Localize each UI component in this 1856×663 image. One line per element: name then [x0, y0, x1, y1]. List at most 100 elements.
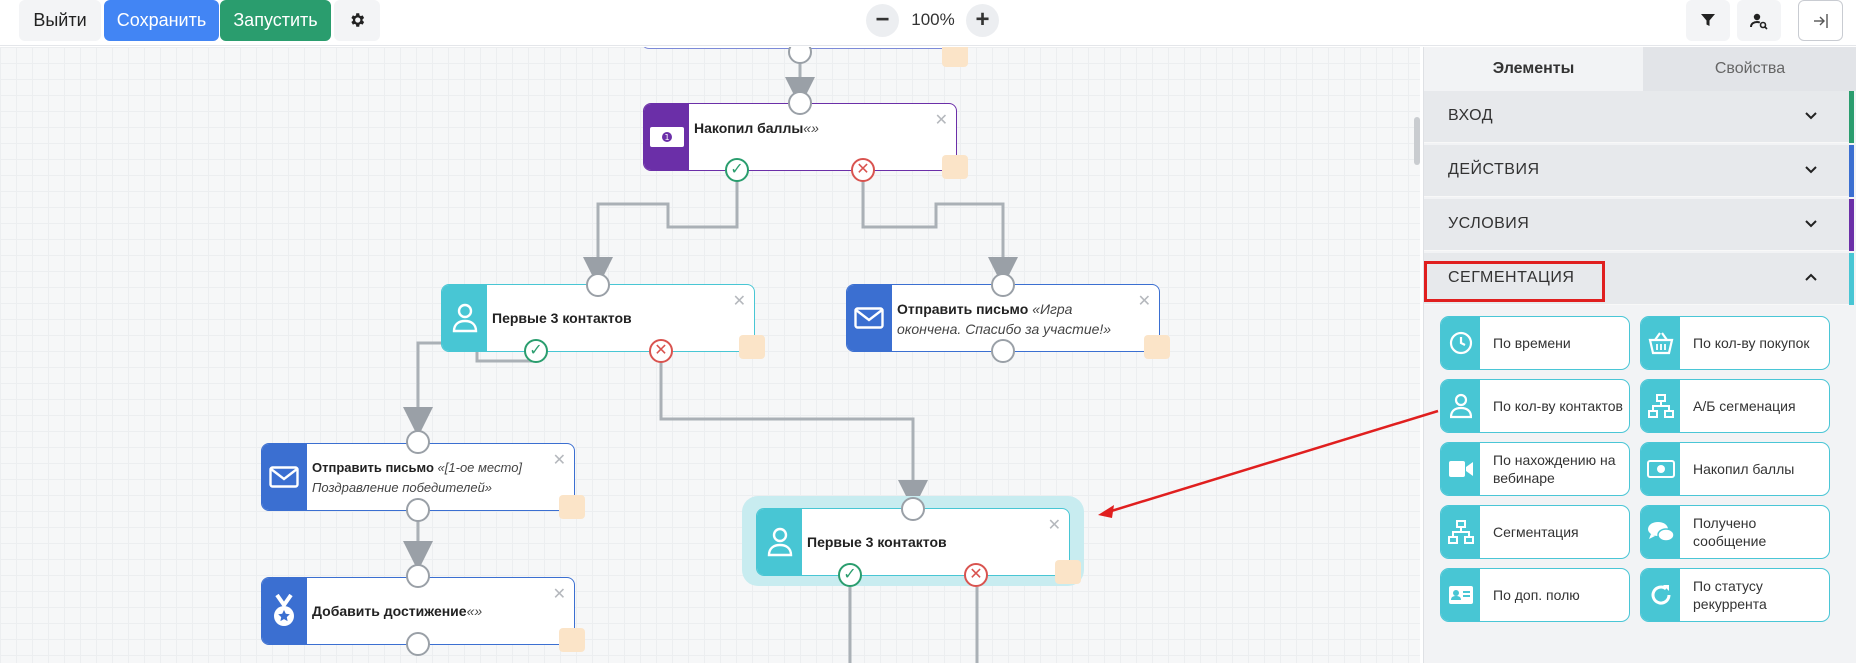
note-icon[interactable] [942, 155, 968, 179]
category-color-bar [1849, 145, 1854, 197]
category-entry[interactable]: ВХОД [1424, 91, 1854, 143]
element-icon-bg [1441, 443, 1480, 495]
no-output-icon[interactable]: ✕ [851, 158, 875, 182]
note-icon[interactable] [559, 495, 585, 519]
exit-button[interactable]: Выйти [19, 0, 101, 41]
yes-output-icon[interactable]: ✓ [838, 563, 862, 587]
output-port[interactable] [991, 339, 1015, 363]
basket-icon [1648, 332, 1674, 355]
video-icon [1449, 461, 1473, 477]
delete-node-icon[interactable]: ✕ [934, 112, 948, 129]
element-icon-bg [1641, 443, 1680, 495]
element-accumulated-points[interactable]: Накопил баллы [1640, 442, 1830, 496]
edge-n2-no [659, 322, 928, 510]
envelope-icon [269, 466, 299, 488]
yes-output-icon[interactable]: ✓ [524, 339, 548, 363]
yes-output-icon[interactable]: ✓ [725, 158, 749, 182]
note-icon[interactable] [559, 628, 585, 652]
node-title: Первые 3 контактов [807, 534, 947, 550]
delete-node-icon[interactable]: ✕ [1137, 293, 1151, 310]
input-port[interactable] [406, 430, 430, 454]
element-icon-bg [1641, 506, 1680, 558]
chat-icon [1648, 522, 1675, 542]
element-label: Накопил баллы [1693, 461, 1795, 477]
category-label: СЕГМЕНТАЦИЯ [1448, 269, 1575, 286]
settings-button[interactable] [334, 0, 380, 41]
save-button[interactable]: Сохранить [104, 0, 219, 41]
element-icon-bg [1641, 569, 1680, 621]
element-segmentation[interactable]: Сегментация [1440, 505, 1630, 559]
canvas-scrollbar[interactable] [1414, 117, 1420, 165]
element-icon-bg [1441, 506, 1480, 558]
node-title: Отправить письмо [897, 301, 1029, 317]
user-search-button[interactable] [1737, 0, 1781, 41]
filter-button[interactable] [1686, 0, 1730, 41]
input-port[interactable] [788, 91, 812, 115]
user-search-icon [1750, 13, 1768, 30]
element-by-contacts[interactable]: По кол-ву контактов [1440, 379, 1630, 433]
person-icon [767, 527, 793, 557]
element-label: А/Б сегменация [1693, 398, 1796, 414]
element-by-time[interactable]: По времени [1440, 316, 1630, 370]
element-icon-bg [1441, 380, 1480, 432]
input-port[interactable] [991, 273, 1015, 297]
category-conditions[interactable]: УСЛОВИЯ [1424, 199, 1854, 251]
zoom-in-button[interactable]: + [966, 4, 999, 37]
element-by-webinar[interactable]: По нахождению на вебинаре [1440, 442, 1630, 496]
output-port[interactable] [406, 498, 430, 522]
no-output-icon[interactable]: ✕ [649, 339, 673, 363]
input-port[interactable] [406, 564, 430, 588]
category-label: ВХОД [1448, 107, 1494, 124]
category-actions[interactable]: ДЕЙСТВИЯ [1424, 145, 1854, 197]
node-title: Первые 3 контактов [492, 310, 632, 326]
element-message-received[interactable]: Получено сообщение [1640, 505, 1830, 559]
category-label: УСЛОВИЯ [1448, 215, 1530, 232]
filter-icon [1701, 14, 1715, 26]
node-subtitle: «» [803, 120, 819, 136]
output-port[interactable] [406, 632, 430, 656]
sidebar: Элементы Свойства ВХОД ДЕЙСТВИЯ УСЛОВИЯ … [1423, 47, 1856, 663]
output-port[interactable] [788, 47, 812, 64]
split-icon [1448, 520, 1474, 544]
collapse-panel-button[interactable] [1798, 0, 1843, 41]
envelope-icon [854, 307, 884, 329]
element-ab-segmentation[interactable]: А/Б сегменация [1640, 379, 1830, 433]
node-title: Отправить письмо [312, 460, 434, 475]
zoom-level: 100% [911, 10, 955, 29]
workflow-node[interactable]: Добавить достижение«» ✕ [261, 577, 575, 645]
note-icon[interactable] [1055, 560, 1081, 584]
note-icon[interactable] [1144, 335, 1170, 359]
delete-node-icon[interactable]: ✕ [552, 452, 566, 469]
medal-icon [274, 594, 294, 626]
element-icon-bg [1441, 317, 1480, 369]
id-card-icon [1449, 586, 1473, 604]
element-label: По доп. полю [1493, 587, 1580, 603]
element-by-extra-field[interactable]: По доп. полю [1440, 568, 1630, 622]
delete-node-icon[interactable]: ✕ [552, 586, 566, 603]
element-by-recurrent-status[interactable]: По статусу рекуррента [1640, 568, 1830, 622]
input-port[interactable] [586, 273, 610, 297]
note-icon[interactable] [942, 47, 968, 67]
delete-node-icon[interactable]: ✕ [1047, 517, 1061, 534]
category-segmentation[interactable]: СЕГМЕНТАЦИЯ [1424, 253, 1854, 305]
toolbar: Выйти Сохранить Запустить − 100% + [0, 0, 1856, 46]
note-icon[interactable] [739, 335, 765, 359]
tab-elements[interactable]: Элементы [1424, 47, 1643, 91]
run-button[interactable]: Запустить [220, 0, 331, 41]
clock-icon [1449, 331, 1473, 355]
gear-icon [351, 13, 365, 27]
element-by-purchases[interactable]: По кол-ву покупок [1640, 316, 1830, 370]
tab-properties[interactable]: Свойства [1643, 47, 1856, 91]
workflow-canvas[interactable]: 1 Накопил баллы«» ✕ ✓ ✕ Первые 3 контакт… [0, 47, 1420, 663]
workflow-node[interactable]: 1 Накопил баллы«» ✕ [643, 103, 957, 171]
element-label: По кол-ву контактов [1493, 398, 1623, 414]
no-output-icon[interactable]: ✕ [964, 563, 988, 587]
zoom-out-button[interactable]: − [866, 4, 899, 37]
node-icon-bg [757, 509, 802, 575]
annotation-highlight-box [1424, 261, 1605, 302]
category-color-bar [1849, 199, 1854, 251]
chevron-down-icon [1805, 220, 1817, 228]
delete-node-icon[interactable]: ✕ [732, 293, 746, 310]
money-icon [1647, 460, 1675, 478]
input-port[interactable] [901, 497, 925, 521]
